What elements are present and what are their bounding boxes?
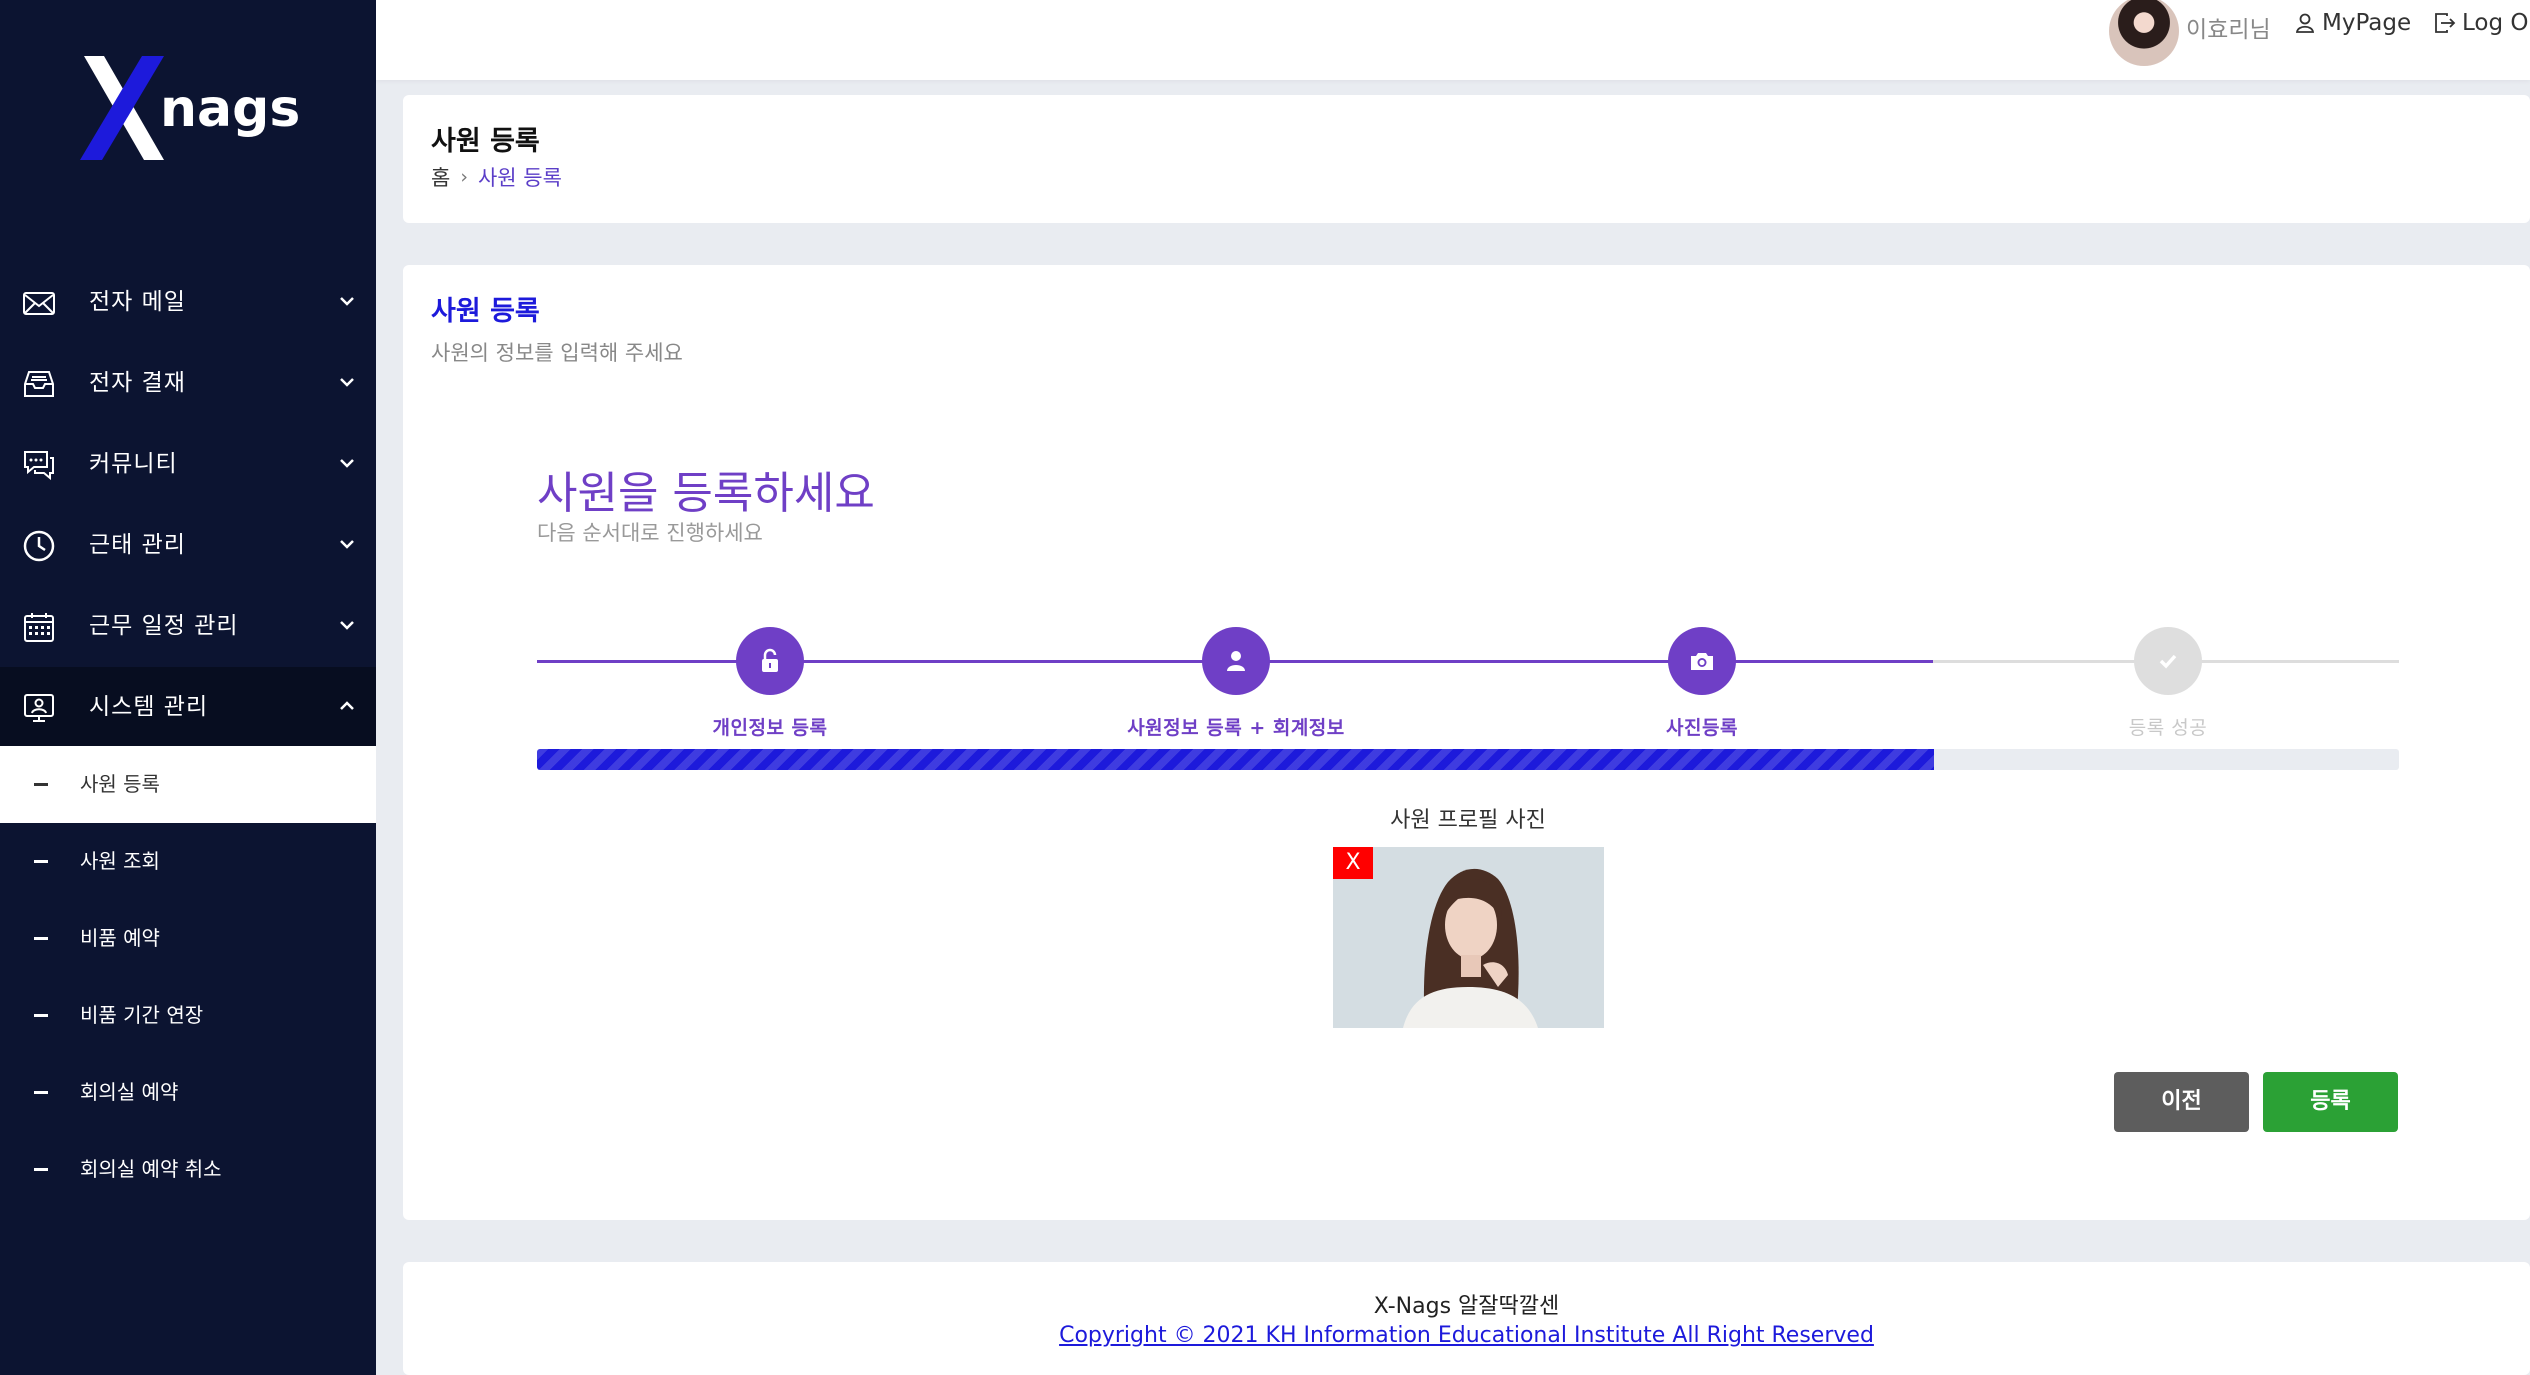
step-label: 사원정보 등록 + 회계정보 <box>1127 717 1345 739</box>
step-photo[interactable]: 사진등록 <box>1552 595 1852 740</box>
chevron-down-icon <box>336 452 358 474</box>
sidebar-item-community[interactable]: 커뮤니티 <box>0 424 376 505</box>
sidebar-item-approval[interactable]: 전자 결재 <box>0 343 376 424</box>
unlock-icon <box>736 627 804 695</box>
mypage-label: MyPage <box>2322 10 2412 36</box>
sidebar-item-label: 시스템 관리 <box>89 694 209 720</box>
sidebar-item-email[interactable]: 전자 메일 <box>0 262 376 343</box>
footer: X-Nags 알잘딱깔센 Copyright © 2021 KH Informa… <box>403 1262 2530 1375</box>
sidebar-item-schedule[interactable]: 근무 일정 관리 <box>0 586 376 667</box>
page-title: 사원 등록 <box>431 126 540 157</box>
wizard-subtitle: 다음 순서대로 진행하세요 <box>537 521 763 545</box>
sidebar-item-label: 근태 관리 <box>89 532 186 558</box>
submenu-item-label: 사원 조회 <box>80 849 160 873</box>
step-label: 등록 성공 <box>2128 717 2208 739</box>
check-icon <box>2134 627 2202 695</box>
dash-icon <box>34 860 48 863</box>
sidebar-item-label: 커뮤니티 <box>89 451 178 477</box>
footer-copyright: Copyright © 2021 KH Information Educatio… <box>403 1323 2530 1348</box>
avatar[interactable] <box>2109 0 2179 66</box>
step-employee-info[interactable]: 사원정보 등록 + 회계정보 <box>1086 595 1386 740</box>
sidebar-item-system[interactable]: 시스템 관리 <box>0 667 376 748</box>
mail-icon <box>22 286 56 320</box>
submenu-item-label: 회의실 예약 <box>80 1080 179 1104</box>
register-card: 사원 등록 사원의 정보를 입력해 주세요 사원을 등록하세요 다음 순서대로 … <box>403 265 2530 1220</box>
progress-bar-fill <box>537 749 1934 770</box>
brand-logo[interactable]: nags <box>78 48 298 168</box>
submit-button[interactable]: 등록 <box>2263 1072 2398 1132</box>
sidebar-item-label: 근무 일정 관리 <box>89 613 239 639</box>
photo-label: 사원 프로필 사진 <box>1390 808 1546 833</box>
submenu-item-label: 회의실 예약 취소 <box>80 1157 222 1181</box>
submenu-item-label: 사원 등록 <box>80 772 160 796</box>
dash-icon <box>34 937 48 940</box>
svg-text:nags: nags <box>160 79 298 139</box>
top-bar: 이효리님 MyPage Log Out <box>376 0 2530 80</box>
wizard-steps: 개인정보 등록 사원정보 등록 + 회계정보 사진등록 등록 성공 <box>537 595 2399 739</box>
breadcrumb: 홈 › 사원 등록 <box>431 162 562 192</box>
breadcrumb-home[interactable]: 홈 <box>431 166 451 190</box>
chevron-up-icon <box>336 695 358 717</box>
copyright-link[interactable]: Copyright © 2021 KH Information Educatio… <box>1059 1323 1874 1348</box>
step-personal-info[interactable]: 개인정보 등록 <box>620 595 920 740</box>
submenu-item-room-reserve[interactable]: 회의실 예약 <box>0 1054 376 1131</box>
sidebar-item-attendance[interactable]: 근태 관리 <box>0 505 376 586</box>
profile-photo <box>1333 847 1604 1028</box>
sidebar-menu: 전자 메일 전자 결재 커뮤니티 근태 관리 <box>0 262 376 748</box>
progress-bar <box>537 749 2399 770</box>
logout-link[interactable]: Log Out <box>2434 10 2530 36</box>
sidebar-item-label: 전자 메일 <box>89 289 186 315</box>
breadcrumb-separator: › <box>460 166 468 188</box>
step-label: 개인정보 등록 <box>712 717 828 739</box>
footer-brand: X-Nags 알잘딱깔센 <box>1373 1294 1560 1319</box>
section-subtitle: 사원의 정보를 입력해 주세요 <box>431 341 683 365</box>
step-label: 사진등록 <box>1666 717 1738 739</box>
system-submenu: 사원 등록 사원 조회 비품 예약 비품 기간 연장 회의실 예약 회의실 예약… <box>0 746 376 1208</box>
dash-icon <box>34 783 48 786</box>
user-outline-icon <box>2294 12 2316 34</box>
chat-bubbles-icon <box>22 448 56 482</box>
dash-icon <box>34 1168 48 1171</box>
sidebar: nags 전자 메일 전자 결재 커뮤니티 <box>0 0 376 1375</box>
submenu-item-equipment-reserve[interactable]: 비품 예약 <box>0 900 376 977</box>
prev-button[interactable]: 이전 <box>2114 1072 2249 1132</box>
calendar-icon <box>22 610 56 644</box>
submenu-item-label: 비품 예약 <box>80 926 160 950</box>
submenu-item-room-cancel[interactable]: 회의실 예약 취소 <box>0 1131 376 1208</box>
page-header-card: 사원 등록 홈 › 사원 등록 <box>403 95 2530 223</box>
logout-icon <box>2434 12 2456 34</box>
logout-label: Log Out <box>2462 10 2530 36</box>
user-icon <box>1202 627 1270 695</box>
submenu-item-employee-search[interactable]: 사원 조회 <box>0 823 376 900</box>
user-name: 이효리님 <box>2186 17 2271 43</box>
chevron-down-icon <box>336 533 358 555</box>
step-complete[interactable]: 등록 성공 <box>2018 595 2318 740</box>
dash-icon <box>34 1091 48 1094</box>
camera-icon <box>1668 627 1736 695</box>
chevron-down-icon <box>336 290 358 312</box>
mypage-link[interactable]: MyPage <box>2294 10 2411 36</box>
monitor-user-icon <box>22 691 56 725</box>
submenu-item-equipment-extend[interactable]: 비품 기간 연장 <box>0 977 376 1054</box>
submenu-item-label: 비품 기간 연장 <box>80 1003 204 1027</box>
submenu-item-employee-register[interactable]: 사원 등록 <box>0 746 376 823</box>
chevron-down-icon <box>336 371 358 393</box>
breadcrumb-current: 사원 등록 <box>477 166 562 190</box>
chevron-down-icon <box>336 614 358 636</box>
clock-icon <box>22 529 56 563</box>
inbox-tray-icon <box>22 367 56 401</box>
remove-photo-button[interactable]: X <box>1333 847 1373 879</box>
dash-icon <box>34 1014 48 1017</box>
section-title: 사원 등록 <box>431 296 540 327</box>
wizard-title: 사원을 등록하세요 <box>537 468 875 519</box>
sidebar-item-label: 전자 결재 <box>89 370 186 396</box>
